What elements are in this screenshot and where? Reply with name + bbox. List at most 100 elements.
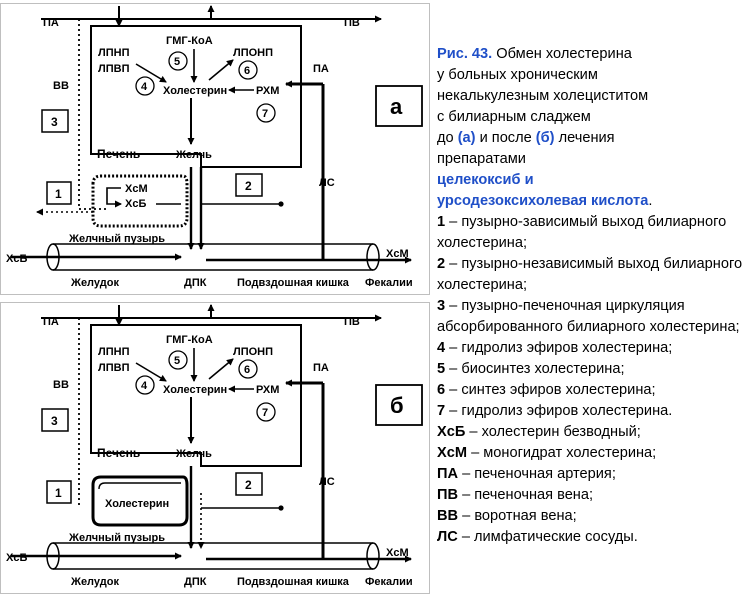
label-stomach: Желудок xyxy=(70,576,119,588)
panel-b-diagram: ПА ПВ ПА ВВ ЛС ЛПНП ЛПВП ГМГ-КоА ЛПОНП Х… xyxy=(6,304,423,588)
gb-cholesterol: Холестерин xyxy=(105,498,169,510)
box-1 xyxy=(46,480,72,504)
legend-key: ВВ xyxy=(437,508,459,524)
legend-text: – гидролиз эфиров холестерина. xyxy=(445,403,673,419)
legend-text: – моногидрат холестерина; xyxy=(467,445,657,461)
label-rhm: РХМ xyxy=(256,85,279,97)
legend-key: 7 xyxy=(437,403,446,419)
caption-intro-4: с билиарным сладжем xyxy=(437,109,591,125)
liver-outline xyxy=(90,324,302,467)
caption-preparations: препаратами xyxy=(437,151,526,167)
arrow-chol-to-lponp xyxy=(208,59,234,81)
legend-item: 7 – гидролиз эфиров холестерина. xyxy=(437,401,749,422)
panel-b: ПА ПВ ПА ВВ ЛС ЛПНП ЛПВП ГМГ-КоА ЛПОНП Х… xyxy=(0,302,430,594)
legend-text: – печеночная вена; xyxy=(458,487,594,503)
tube-end xyxy=(366,243,380,271)
legend-item: 2 – пузырно-независимый выход билиарного… xyxy=(437,254,749,296)
label-gmg-coa: ГМГ-КоА xyxy=(166,35,213,47)
circle-6 xyxy=(238,359,258,379)
num-1: 1 xyxy=(55,486,62,500)
legend-key: ПА xyxy=(437,466,459,482)
circle-4 xyxy=(135,375,155,395)
legend-key: 6 xyxy=(437,382,446,398)
label-lpnp: ЛПНП xyxy=(98,47,130,59)
label-stomach: Желудок xyxy=(70,277,119,289)
num-3: 3 xyxy=(51,115,58,129)
panel-a-diagram: ПА ПВ ПА ВВ ЛС ЛПНП ЛПВП ГМГ-КоА ЛПОНП Х… xyxy=(6,5,423,289)
label-xcb-in: ХсБ xyxy=(6,552,27,564)
num-3: 3 xyxy=(51,414,58,428)
legend-item: 4 – гидролиз эфиров холестерина; xyxy=(437,338,749,359)
legend-key: ЛС xyxy=(437,529,458,545)
legend-text: – воротная вена; xyxy=(458,508,577,524)
legend-key: ХсМ xyxy=(437,445,468,461)
legend-text: – лимфатические сосуды. xyxy=(457,529,638,545)
box-2 xyxy=(235,472,263,496)
legend-key: 1 xyxy=(437,214,446,230)
legend-text: – гидролиз эфиров холестерина; xyxy=(445,340,673,356)
label-pa-right: ПА xyxy=(313,63,329,75)
legend-text: – биосинтез холестерина; xyxy=(445,361,625,377)
caption-line-1: Рис. 43. Обмен холестерина xyxy=(437,44,749,65)
figure-caption: Рис. 43. Обмен холестерина у больных хро… xyxy=(437,44,749,548)
label-xcm-out: ХсМ xyxy=(386,248,409,260)
legend-item: 3 – пузырно-печеночная циркуляция абсорб… xyxy=(437,296,749,338)
legend-text: – пузырно-зависимый выход билиарного хол… xyxy=(437,214,727,251)
label-gallbladder: Желчный пузырь xyxy=(68,233,165,245)
legend-item: 5 – биосинтез холестерина; xyxy=(437,359,749,380)
legend-item: ЛС – лимфатические сосуды. xyxy=(437,527,749,548)
label-feces: Фекалии xyxy=(365,277,413,289)
gb-xcb: ХсБ xyxy=(125,198,146,210)
legend-key: 4 xyxy=(437,340,446,356)
arrow-lipo-to-chol xyxy=(135,362,167,382)
circle-7 xyxy=(256,103,276,123)
legend-text: – холестерин безводный; xyxy=(465,424,641,440)
label-ileum: Подвздошная кишка xyxy=(237,576,350,588)
label-cholesterol: Холестерин xyxy=(163,85,227,97)
label-pv: ПВ xyxy=(344,316,360,328)
box-1 xyxy=(46,181,72,205)
label-dpk: ДПК xyxy=(184,277,207,289)
label-vv: ВВ xyxy=(53,80,69,92)
caption-before: до xyxy=(437,130,458,146)
legend-item: ВВ – воротная вена; xyxy=(437,506,749,527)
label-bile: Желчь xyxy=(175,149,212,161)
label-xcb-in: ХсБ xyxy=(6,253,27,265)
label-pa-left: ПА xyxy=(43,316,59,328)
lymph-dot xyxy=(278,201,284,207)
legend-text: – синтез эфиров холестерина; xyxy=(445,382,656,398)
legend-items: 1 – пузырно-зависимый выход билиарного х… xyxy=(437,212,749,548)
label-cholesterol: Холестерин xyxy=(163,384,227,396)
caption-intro-1: Обмен холестерина xyxy=(492,46,632,62)
legend-item: 6 – синтез эфиров холестерина; xyxy=(437,380,749,401)
gb-xcm: ХсМ xyxy=(125,183,148,195)
arrow-lipo-to-chol xyxy=(135,63,167,83)
num-1: 1 xyxy=(55,187,62,201)
circle-6 xyxy=(238,60,258,80)
caption-period: . xyxy=(648,193,653,209)
label-vv: ВВ xyxy=(53,379,69,391)
caption-drug-2-line: урсодезоксихолевая кислота. xyxy=(437,191,749,212)
legend-text: – пузырно-независимый выход билиарного х… xyxy=(437,256,743,293)
label-xcm-out: ХсМ xyxy=(386,547,409,559)
circle-7 xyxy=(256,402,276,422)
num-6: 6 xyxy=(244,364,250,376)
label-lpnp: ЛПНП xyxy=(98,346,130,358)
legend-item: ПА – печеночная артерия; xyxy=(437,464,749,485)
label-dpk: ДПК xyxy=(184,576,207,588)
gallbladder-outline xyxy=(91,475,189,527)
num-4: 4 xyxy=(141,380,148,392)
legend-item: 1 – пузырно-зависимый выход билиарного х… xyxy=(437,212,749,254)
circle-5 xyxy=(168,350,188,370)
legend-key: ХсБ xyxy=(437,424,466,440)
caption-and-after: и после xyxy=(475,130,536,146)
label-rhm: РХМ xyxy=(256,384,279,396)
num-2: 2 xyxy=(245,179,252,193)
label-pa-right: ПА xyxy=(313,362,329,374)
legend-item: ХсБ – холестерин безводный; xyxy=(437,422,749,443)
legend-key: 3 xyxy=(437,298,446,314)
label-liver: Печень xyxy=(97,147,140,161)
legend-key: ПВ xyxy=(437,487,459,503)
legend-text: – пузырно-печеночная циркуляция абсорбир… xyxy=(437,298,740,335)
caption-title: Рис. 43. xyxy=(437,46,493,62)
